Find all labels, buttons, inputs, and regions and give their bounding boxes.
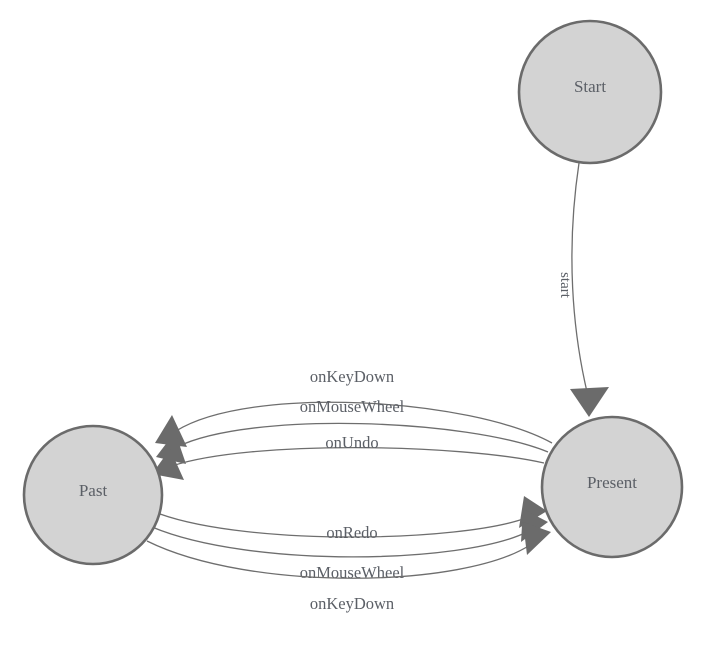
edge-present-to-past-onkeydown-arrowhead [155, 415, 187, 447]
node-present-circle [540, 415, 684, 559]
edge-present-to-past-onmousewheel[interactable]: onMouseWheel [156, 397, 549, 464]
node-past[interactable]: Past [22, 424, 164, 566]
edge-past-to-present-onkeydown[interactable]: onKeyDown [146, 522, 551, 613]
edge-past-to-present-onkeydown-path [146, 540, 531, 579]
edge-start-to-present[interactable]: start [557, 162, 609, 417]
edge-past-to-present-onmousewheel-label: onMouseWheel [300, 563, 405, 582]
edge-present-to-past-onkeydown-label: onKeyDown [310, 367, 394, 386]
node-start-label: Start [574, 77, 606, 96]
edge-past-to-present-onmousewheel[interactable]: onMouseWheel [151, 509, 548, 582]
edge-start-to-present-path [571, 162, 589, 397]
edge-present-to-past-onundo[interactable]: onUndo [152, 433, 545, 480]
edge-present-to-past-onundo-path [171, 446, 545, 467]
edge-past-to-present-onkeydown-arrowhead [523, 522, 551, 555]
edge-past-to-present-onredo-label: onRedo [326, 523, 377, 542]
edge-present-to-past-onkeydown-path [175, 401, 553, 444]
edge-present-to-past-onmousewheel-label: onMouseWheel [300, 397, 405, 416]
node-start[interactable]: Start [517, 19, 663, 165]
edge-start-to-present-arrowhead [570, 387, 609, 417]
edge-present-to-past-onmousewheel-path [176, 422, 549, 453]
node-start-circle [517, 19, 663, 165]
edge-present-to-past-onundo-label: onUndo [325, 433, 378, 452]
edge-past-to-present-onkeydown-label: onKeyDown [310, 594, 394, 613]
edge-past-to-present-onmousewheel-path [151, 526, 528, 558]
node-past-circle [22, 424, 164, 566]
edge-present-to-past-onundo-arrowhead [152, 449, 184, 480]
node-present[interactable]: Present [540, 415, 684, 559]
edge-present-to-past-onkeydown[interactable]: onKeyDown [155, 367, 553, 447]
edge-present-to-past-onmousewheel-arrowhead [156, 432, 186, 464]
edge-start-to-present-label: start [557, 272, 573, 299]
node-present-label: Present [587, 473, 637, 492]
edge-past-to-present-onredo[interactable]: onRedo [159, 496, 547, 542]
node-past-label: Past [79, 481, 108, 500]
edge-past-to-present-onredo-path [159, 513, 527, 538]
